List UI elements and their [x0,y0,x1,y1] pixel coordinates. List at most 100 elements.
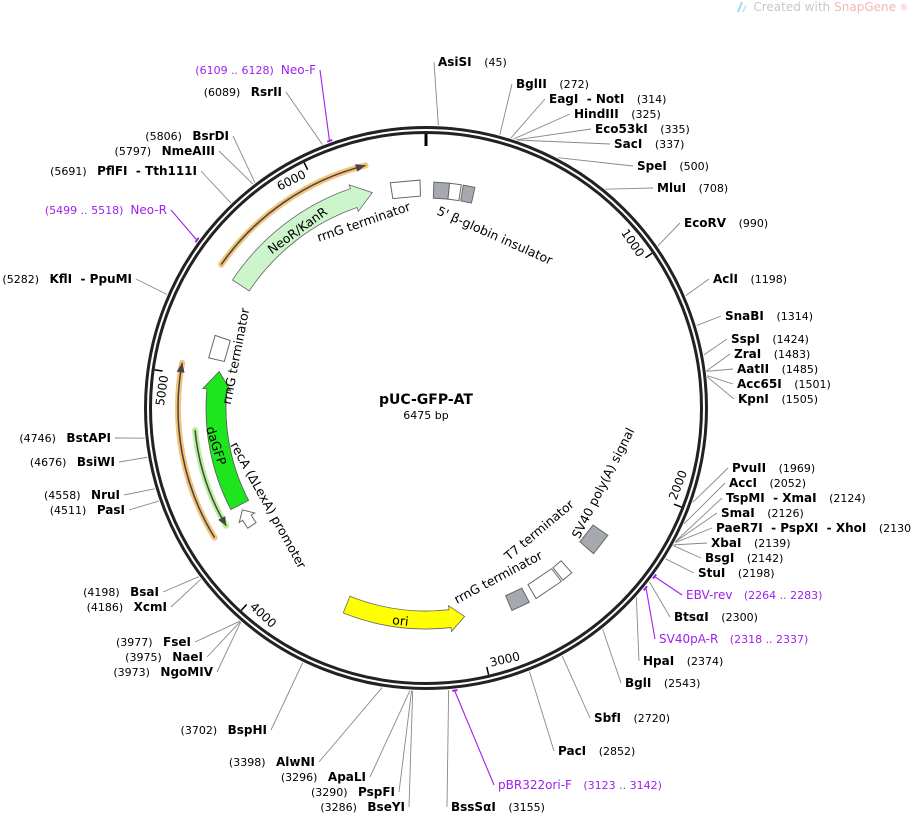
site-position: (3286) [320,801,367,814]
feature-rrng-terminator-2[interactable] [208,334,231,363]
restriction-site-label[interactable]: BglII (272) [516,77,589,91]
orf-green-left-arrowhead-icon [218,516,227,526]
primer-label[interactable]: pBR322ori-F (3123 .. 3142) [498,778,662,792]
restriction-site-label[interactable]: MluI (708) [657,181,728,195]
restriction-site-label[interactable]: (3973) NgoMIV [113,665,213,679]
feature-neor-kanr[interactable] [231,184,373,292]
feature-sv40-polya[interactable] [579,524,609,555]
restriction-site-label[interactable]: KpnI (1505) [738,392,818,406]
restriction-site-label[interactable]: BtsαI (2300) [674,610,758,624]
restriction-site-label[interactable]: HpaI (2374) [643,654,723,668]
restriction-site-label[interactable]: (3296) ApaLI [281,770,366,784]
primer-mark [194,237,200,243]
restriction-site-label[interactable]: AsiSI (45) [438,55,507,69]
restriction-site-label[interactable]: EcoRV (990) [684,216,768,230]
restriction-site-label[interactable]: AccI (2052) [729,476,806,490]
restriction-site-label[interactable]: (4746) BstAPI [19,431,111,445]
restriction-site-label[interactable]: (3977) FseI [116,635,191,649]
restriction-site-label[interactable]: BssSαI (3155) [451,800,545,814]
restriction-site-label[interactable]: StuI (2198) [698,566,775,580]
site-name: RsrII [251,85,282,99]
restriction-site-label[interactable]: HindIII (325) [574,107,661,121]
site-position: (4198) [83,586,130,599]
restriction-site-label[interactable]: XbaI (2139) [711,536,791,550]
restriction-site-label[interactable]: PvuII (1969) [732,461,815,475]
restriction-site-label[interactable]: ZraI (1483) [734,347,810,361]
feature-label: SV40 poly(A) signal [569,425,638,541]
restriction-site-label[interactable]: (3702) BspHI [181,723,267,737]
restriction-site-label[interactable]: PaeR7I - PspXI - XhoI (2130) [716,521,912,535]
restriction-site-label[interactable]: SnaBI (1314) [725,309,813,323]
feature-beta-globin-insulator-c[interactable] [460,184,476,204]
site-leader-line [516,139,611,145]
restriction-site-label[interactable]: SacI (337) [614,137,684,151]
restriction-site-label[interactable]: (3290) PspFI [311,785,395,799]
restriction-site-label[interactable]: (4558) NruI [44,488,120,502]
site-leader-line [118,456,148,463]
site-leader-line [216,621,242,673]
feature-beta-globin-insulator-b[interactable] [447,182,462,202]
feature-dagfp[interactable] [201,370,250,511]
restriction-site-label[interactable]: (4186) XcmI [87,600,167,614]
site-name: BstAPI [66,431,111,445]
site-position: (3702) [181,724,228,737]
site-name: EagI - NotI [549,92,637,106]
site-leader-line [635,597,640,662]
primer-mark [652,573,657,580]
restriction-site-label[interactable]: SspI (1424) [731,332,809,346]
site-leader-line [135,278,168,295]
restriction-site-label[interactable]: AatII (1485) [737,362,818,376]
restriction-site-label[interactable]: AclI (1198) [713,272,787,286]
restriction-site-label[interactable]: Acc65I (1501) [737,377,831,391]
site-name: BtsαI [674,610,721,624]
site-leader-line [648,581,671,618]
primer-label[interactable]: SV40pA-R (2318 .. 2337) [659,632,808,646]
restriction-site-label[interactable]: EagI - NotI (314) [549,92,666,106]
restriction-site-label[interactable]: TspMI - XmaI (2124) [726,491,866,505]
restriction-site-label[interactable]: (5797) NmeAIII [115,144,215,158]
feature-reca-promoter[interactable] [238,509,257,529]
site-name: XbaI [711,536,754,550]
restriction-site-label[interactable]: BglI (2543) [625,676,700,690]
restriction-site-label[interactable]: Eco53kI (335) [595,122,690,136]
restriction-site-label[interactable]: SbfI (2720) [594,711,670,725]
site-leader-line [685,278,710,297]
restriction-site-label[interactable]: PacI (2852) [558,744,635,758]
restriction-site-label[interactable]: SpeI (500) [637,159,709,173]
site-leader-line [706,376,735,400]
site-leader-line [707,375,734,385]
restriction-site-label[interactable]: (4676) BsiWI [30,455,115,469]
restriction-site-label[interactable]: (3286) BseYI [320,800,405,814]
primer-label[interactable]: EBV-rev (2264 .. 2283) [686,588,822,602]
orf-neo[interactable] [220,164,366,266]
feature-rrng-terminator-1[interactable] [389,179,421,200]
orf-orange-left[interactable] [177,362,216,538]
primer-label[interactable]: (5499 .. 5518) Neo-R [45,203,167,217]
site-name: PacI [558,744,599,758]
site-leader-line [369,690,411,778]
restriction-site-label[interactable]: (5806) BsrDI [145,129,229,143]
site-leader-line [692,467,729,503]
feature-t7-terminator-box[interactable] [527,568,563,600]
feature-ori[interactable] [342,595,466,633]
restriction-site-label[interactable]: (5282) KflI - PpuMI [2,272,132,286]
restriction-site-label[interactable]: SmaI (2126) [721,506,804,520]
restriction-site-label[interactable]: (3975) NaeI [125,650,203,664]
restriction-site-label[interactable]: (4198) BsaI [83,585,159,599]
feature-beta-globin-insulator-a[interactable] [432,181,451,200]
restriction-site-label[interactable]: (5691) PflFI - Tth111I [50,164,197,178]
feature-rrng-terminator-3[interactable] [505,587,530,612]
site-position: (3398) [229,756,276,769]
feature-t7-terminator[interactable] [552,560,573,581]
restriction-site-label[interactable]: (4511) PasI [50,503,125,517]
tick-mark [154,369,163,372]
primer-label[interactable]: (6109 .. 6128) Neo-F [195,63,316,77]
site-position: (314) [637,93,667,106]
snapgene-credit: Created with SnapGene® [735,0,908,14]
tick-label: 5000 [153,374,171,406]
credit-prefix: Created with [753,0,831,14]
restriction-site-label[interactable]: BsgI (2142) [705,551,783,565]
restriction-site-label[interactable]: (6089) RsrII [204,85,282,99]
feature-label: ori [392,612,410,629]
restriction-site-label[interactable]: (3398) AlwNI [229,755,315,769]
